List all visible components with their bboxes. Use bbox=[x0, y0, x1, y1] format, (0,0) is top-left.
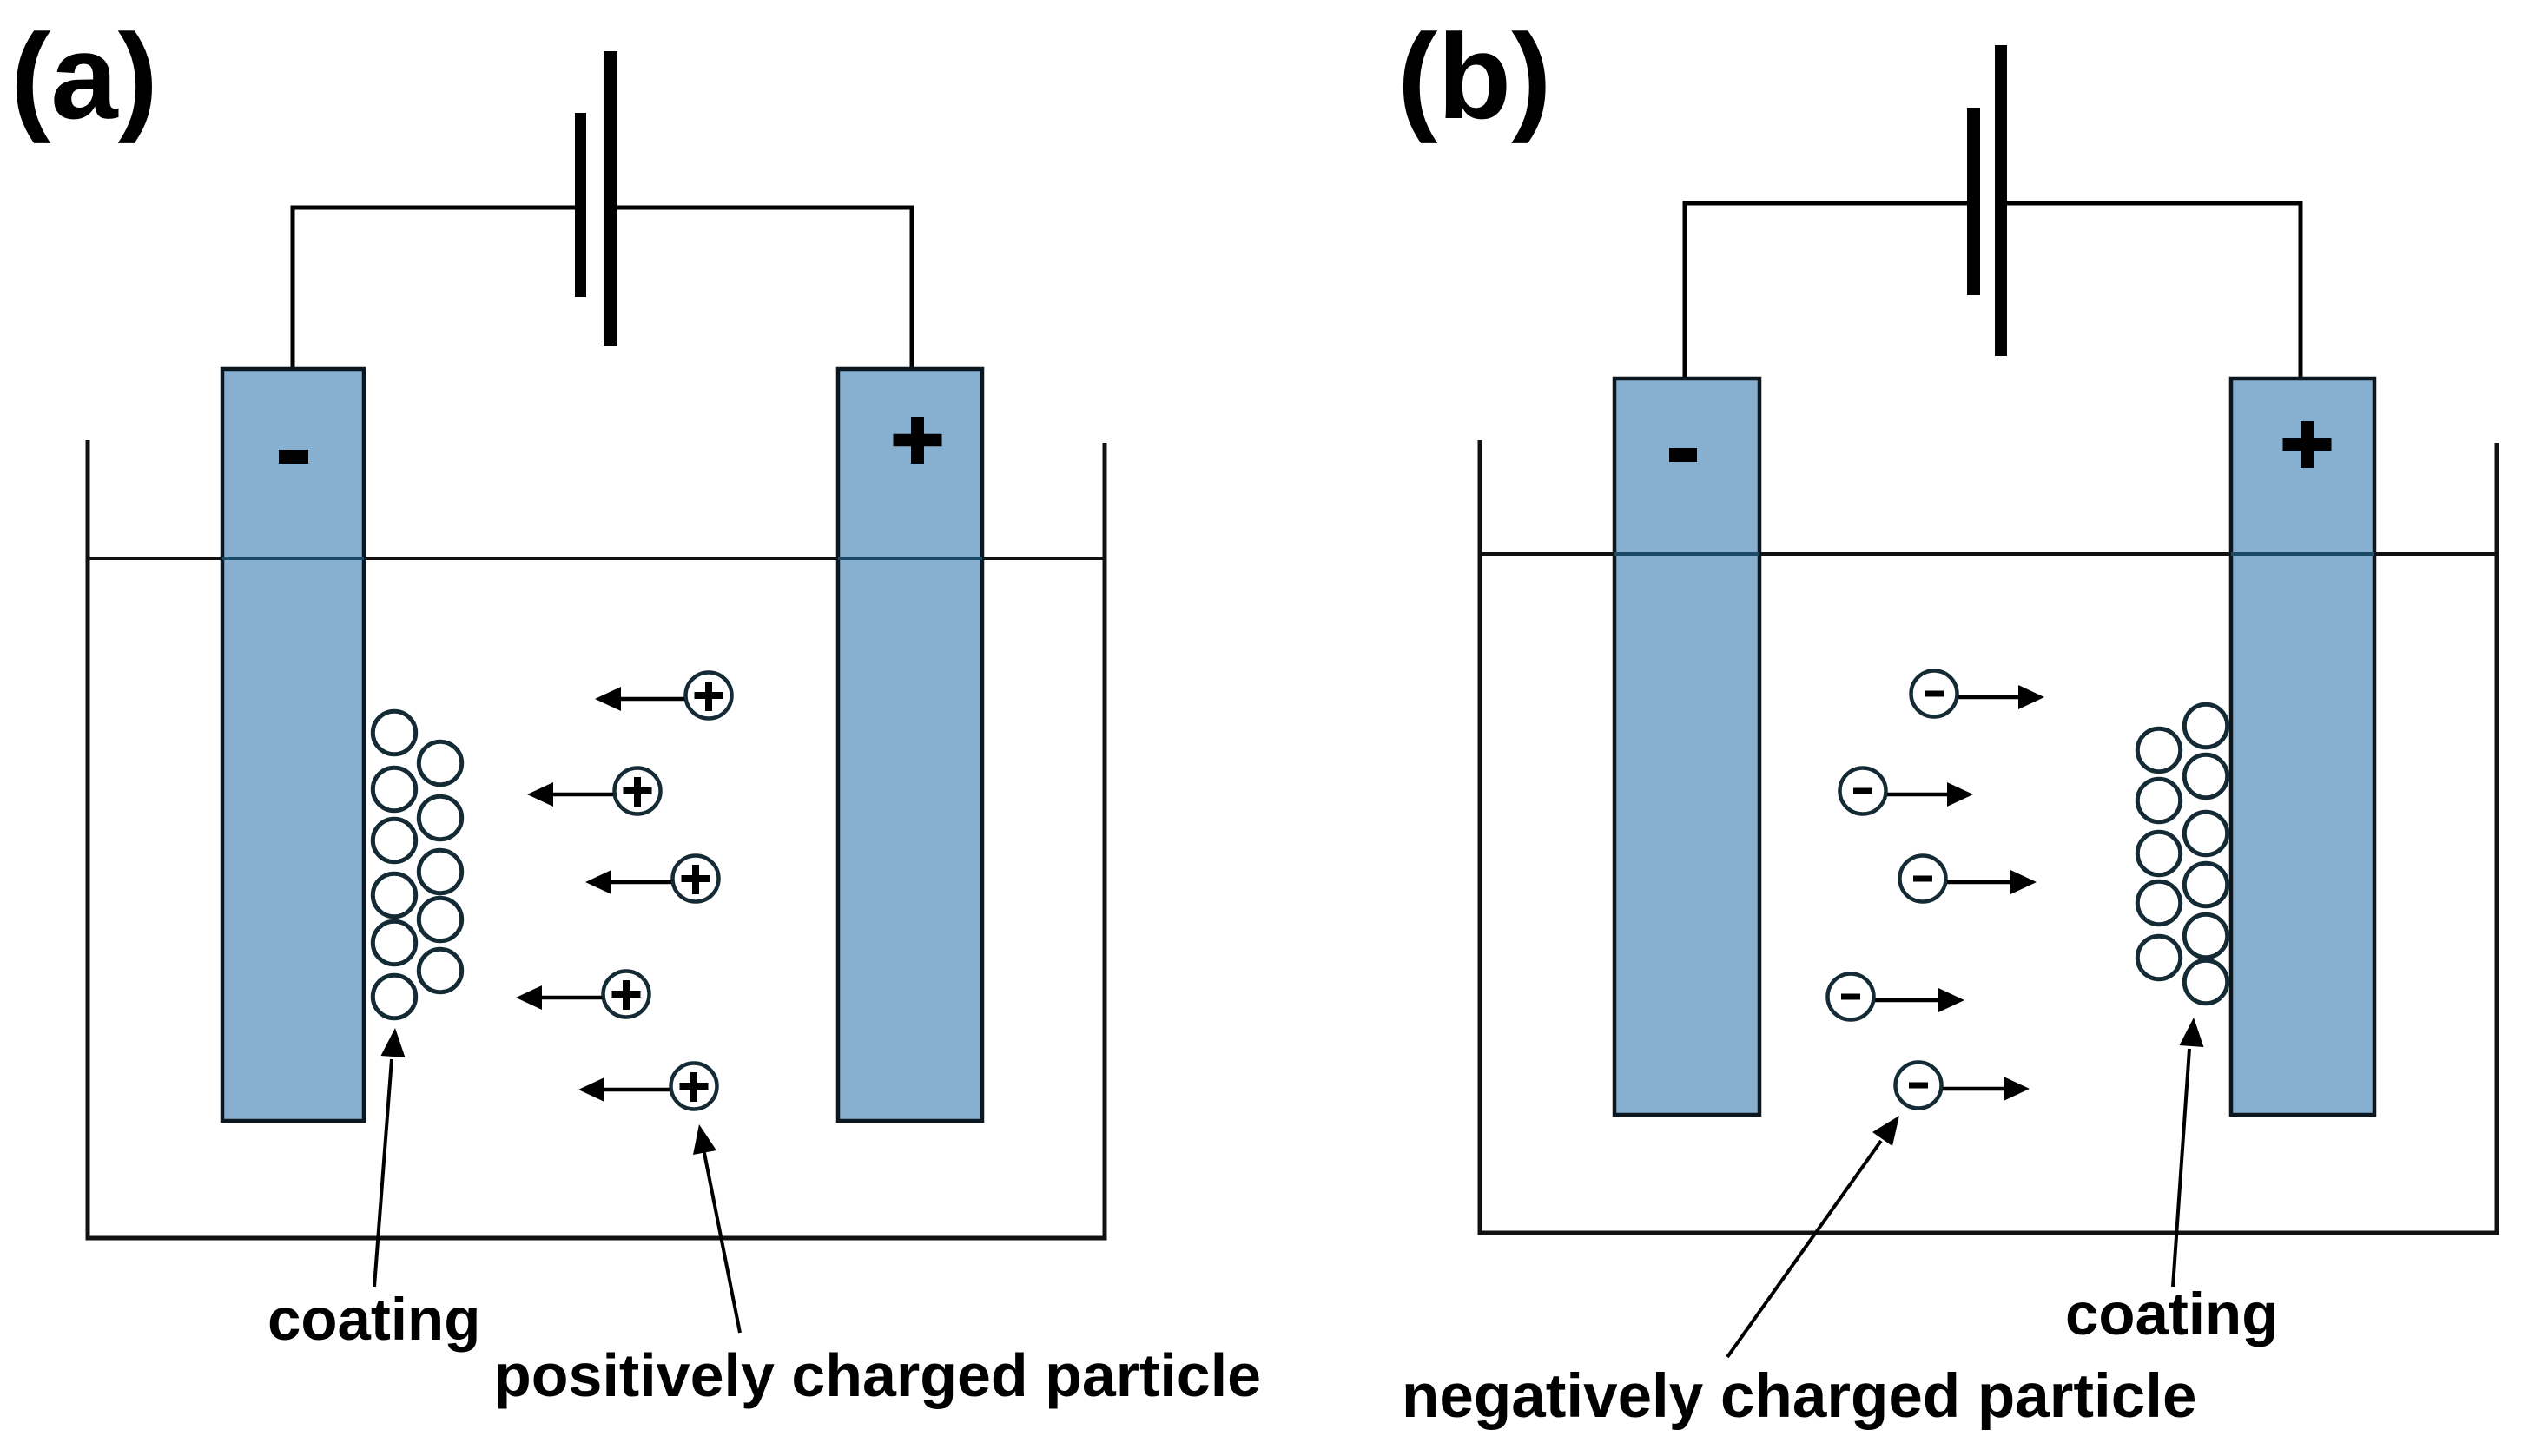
svg-text:(b): (b) bbox=[1397, 10, 1551, 144]
svg-text:(a): (a) bbox=[10, 10, 158, 144]
svg-text:negatively charged particle: negatively charged particle bbox=[1402, 1362, 2196, 1431]
svg-text:coating: coating bbox=[2065, 1281, 2278, 1347]
svg-text:coating: coating bbox=[267, 1286, 480, 1353]
svg-text:positively charged particle: positively charged particle bbox=[494, 1341, 1261, 1409]
